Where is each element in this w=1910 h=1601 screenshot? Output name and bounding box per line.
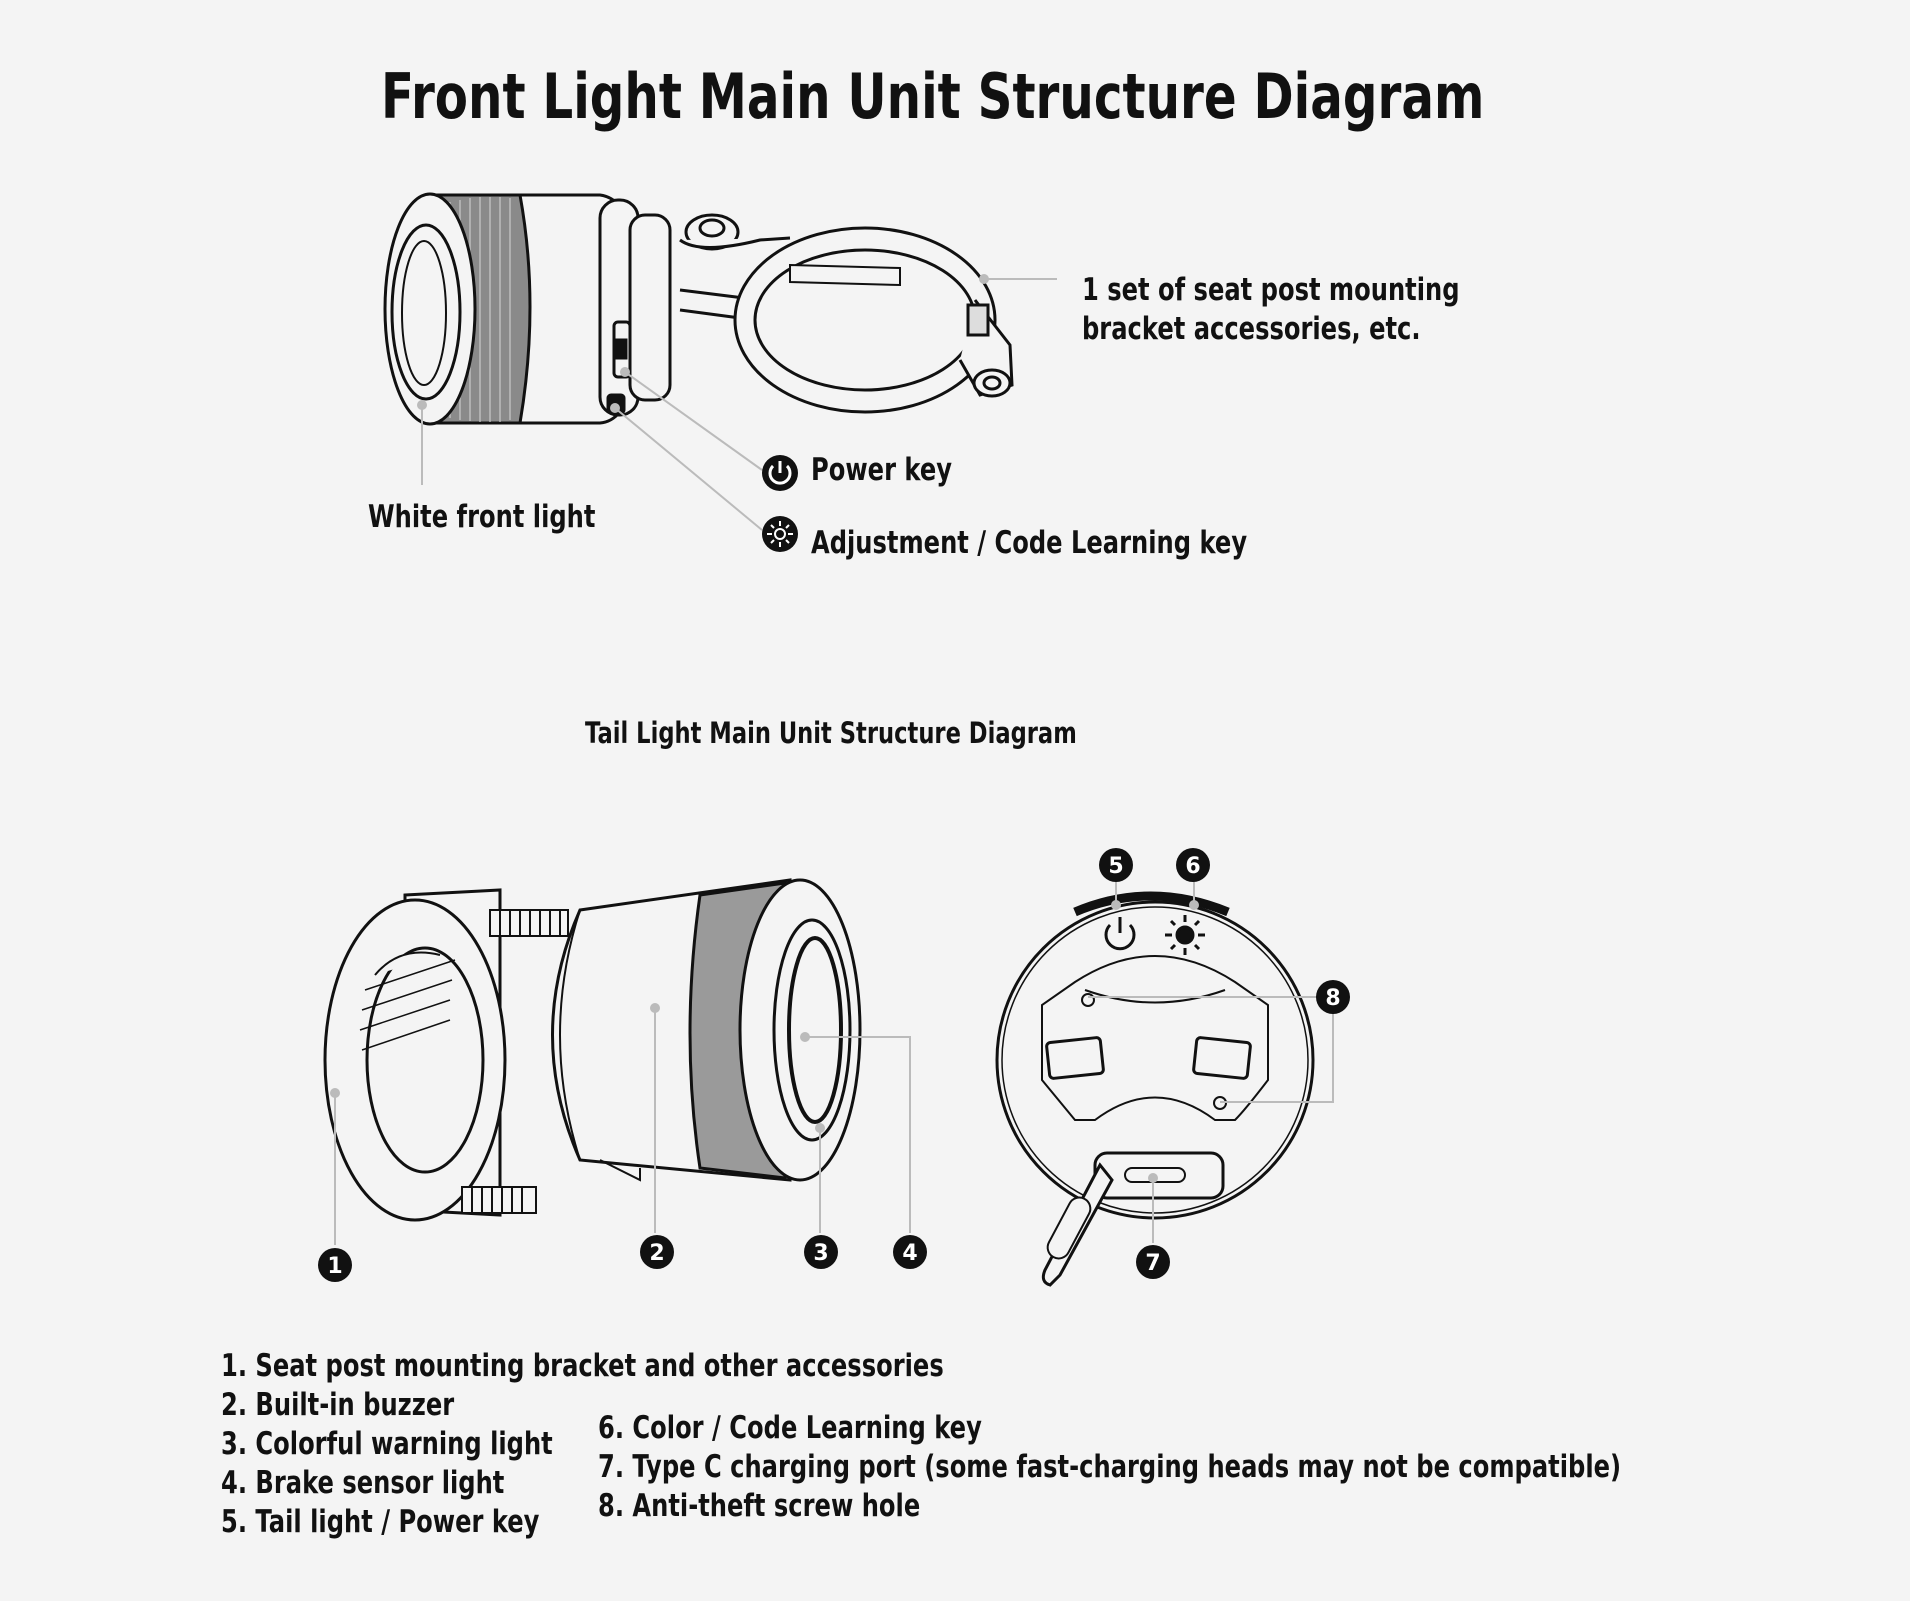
legend-item: 5. Tail light / Power key xyxy=(221,1504,540,1540)
tail-diagram-title: Tail Light Main Unit Structure Diagram xyxy=(585,716,1077,750)
front-leader-lines xyxy=(417,274,1057,531)
svg-text:1: 1 xyxy=(327,1254,342,1279)
tail-legend-left: 1. Seat post mounting bracket and other … xyxy=(221,1347,1148,1542)
tail-screws xyxy=(461,909,569,1214)
svg-text:5: 5 xyxy=(1108,854,1123,879)
power-icon xyxy=(762,455,798,491)
marker-1: 1 xyxy=(318,1248,352,1282)
marker-3: 3 xyxy=(804,1235,838,1269)
tail-legend-right: 6. Color / Code Learning key 7. Type C c… xyxy=(598,1409,1910,1526)
marker-8: 8 xyxy=(1316,980,1350,1014)
rear-power-icon xyxy=(1104,917,1136,951)
legend-item: 1. Seat post mounting bracket and other … xyxy=(221,1348,944,1384)
marker-4: 4 xyxy=(893,1235,927,1269)
tail-leader-lines xyxy=(330,880,1334,1245)
white-front-light-label: White front light xyxy=(368,499,596,535)
rear-sun-icon xyxy=(1165,915,1205,955)
marker-7: 7 xyxy=(1136,1245,1170,1279)
svg-text:7: 7 xyxy=(1145,1251,1160,1276)
legend-item: 7. Type C charging port (some fast-charg… xyxy=(598,1449,1622,1485)
legend-item: 3. Colorful warning light xyxy=(221,1426,553,1462)
front-mount-bracket xyxy=(679,213,1014,414)
sun-icon xyxy=(762,516,798,552)
legend-item: 6. Color / Code Learning key xyxy=(598,1410,982,1446)
product-illustration: 1 2 3 4 5 6 7 8 xyxy=(318,192,1350,1287)
tail-mount-bracket xyxy=(323,888,507,1222)
adjustment-key-label: Adjustment / Code Learning key xyxy=(811,525,1248,561)
power-key-label: Power key xyxy=(811,452,953,488)
marker-2: 2 xyxy=(640,1235,674,1269)
mount-accessories-label: 1 set of seat post mounting bracket acce… xyxy=(1082,272,1460,347)
tail-markers: 1 2 3 4 5 6 7 8 xyxy=(318,848,1350,1282)
marker-5: 5 xyxy=(1099,848,1133,882)
svg-text:4: 4 xyxy=(902,1241,917,1266)
svg-text:6: 6 xyxy=(1185,854,1200,879)
front-light-body xyxy=(383,192,672,426)
svg-text:8: 8 xyxy=(1325,986,1340,1011)
legend-item: 4. Brake sensor light xyxy=(221,1465,505,1501)
legend-item: 2. Built-in buzzer xyxy=(221,1387,455,1423)
tail-rear-view xyxy=(995,891,1315,1287)
front-diagram-title: Front Light Main Unit Structure Diagram xyxy=(381,60,1485,133)
legend-item: 8. Anti-theft screw hole xyxy=(598,1488,921,1524)
svg-text:3: 3 xyxy=(813,1241,828,1266)
marker-6: 6 xyxy=(1176,848,1210,882)
tail-light-body xyxy=(551,878,862,1182)
svg-text:2: 2 xyxy=(649,1241,664,1266)
